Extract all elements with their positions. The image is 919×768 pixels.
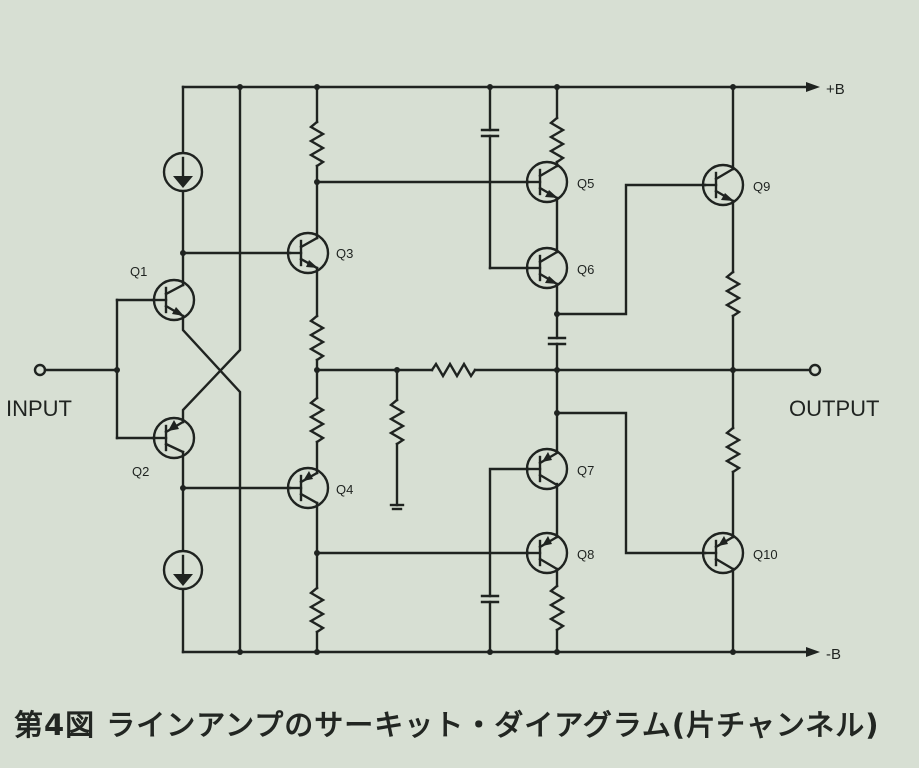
figure-caption: 第4図 ラインアンプのサーキット・ダイアグラム(片チャンネル): [14, 708, 880, 742]
transistor-q7: [525, 447, 569, 491]
second-stage-wiring: [308, 84, 530, 655]
q3-label: Q3: [336, 246, 353, 261]
transistor-q8: [525, 531, 569, 575]
q5-label: Q5: [577, 176, 594, 191]
current-source-top: [162, 151, 204, 193]
transistor-q10: [701, 531, 745, 575]
input-label: INPUT: [6, 396, 72, 421]
transistor-q6: [525, 246, 569, 290]
plus-b-label: +B: [826, 81, 845, 98]
q4-label: Q4: [336, 482, 353, 497]
transistor-q5: [525, 160, 569, 204]
q6-label: Q6: [577, 262, 594, 277]
output-stage-wiring: [724, 84, 742, 655]
q9-label: Q9: [753, 179, 770, 194]
transistor-q1: [151, 278, 196, 322]
q7-label: Q7: [577, 463, 594, 478]
transistor-q3: [286, 231, 330, 275]
output-label: OUTPUT: [789, 396, 879, 421]
current-source-bottom: [162, 549, 204, 591]
input-terminal: [33, 298, 155, 440]
minus-b-label: -B: [826, 646, 841, 663]
negative-supply-rail: [181, 647, 820, 657]
left-column-wiring: [180, 84, 292, 655]
q8-label: Q8: [577, 547, 594, 562]
q1-label: Q1: [130, 264, 147, 279]
transistor-q4: [286, 466, 330, 510]
positive-supply-rail: [181, 82, 820, 92]
midpoint-network: [315, 361, 822, 511]
transistor-q2: [151, 416, 196, 460]
q10-label: Q10: [753, 547, 778, 562]
transistor-q9: [701, 163, 745, 207]
circuit-schematic: +B -B INPUT: [6, 81, 879, 663]
driver-wiring: [480, 84, 707, 655]
q2-label: Q2: [132, 464, 149, 479]
